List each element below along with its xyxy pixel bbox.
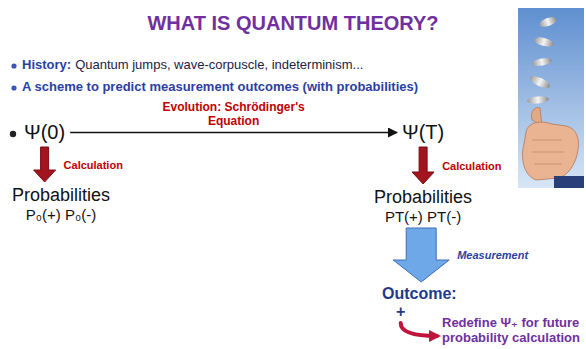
block-arrow: [393, 228, 449, 282]
text-node: Redefine Ψ₊ for future probability calcu…: [440, 314, 584, 346]
node-text: Ψ(T): [402, 121, 444, 144]
edge-label: Evolution: Schrödinger's Equation: [159, 100, 308, 128]
node-text: Redefine Ψ₊ for future probability calcu…: [442, 315, 582, 345]
bullet-text: Quantum jumps, wave-corpuscle, indetermi…: [75, 57, 363, 72]
bullet-text: A scheme to predict measurement outcomes…: [22, 79, 418, 94]
bullet-dot: [11, 85, 16, 90]
text-node: Ψ(T): [400, 120, 446, 145]
block-arrow: [34, 147, 56, 182]
text-node: Ψ(0): [22, 120, 67, 145]
edge-label: Measurement: [455, 249, 530, 261]
bullet-line: History: Quantum jumps, wave-corpuscle, i…: [22, 57, 363, 72]
edge-label: Calculation: [62, 159, 125, 171]
text-node: ProbabilitiesP₀(+) P₀(-): [10, 184, 112, 224]
bullet-dot: [10, 131, 16, 137]
curved-arrow: [401, 323, 437, 336]
block-arrow: [412, 147, 434, 184]
coin-flip-photo: [518, 8, 584, 188]
bullet-line: A scheme to predict measurement outcomes…: [22, 79, 418, 94]
evolution-arrow: [70, 132, 397, 134]
node-text: PT(+) PT(-): [374, 208, 472, 225]
node-text: Ψ(0): [24, 121, 65, 144]
node-text: Probabilities: [12, 185, 110, 206]
edge-label: Calculation: [440, 160, 503, 172]
bullet-dot: [11, 63, 16, 68]
text-node: ProbabilitiesPT(+) PT(-): [372, 186, 474, 226]
node-text: Probabilities: [374, 187, 472, 208]
slide-title: WHAT IS QUANTUM THEORY?: [0, 12, 586, 35]
node-text: P₀(+) P₀(-): [12, 206, 110, 223]
bullet-text: History:: [22, 57, 71, 72]
node-text: Outcome:: [382, 285, 457, 303]
